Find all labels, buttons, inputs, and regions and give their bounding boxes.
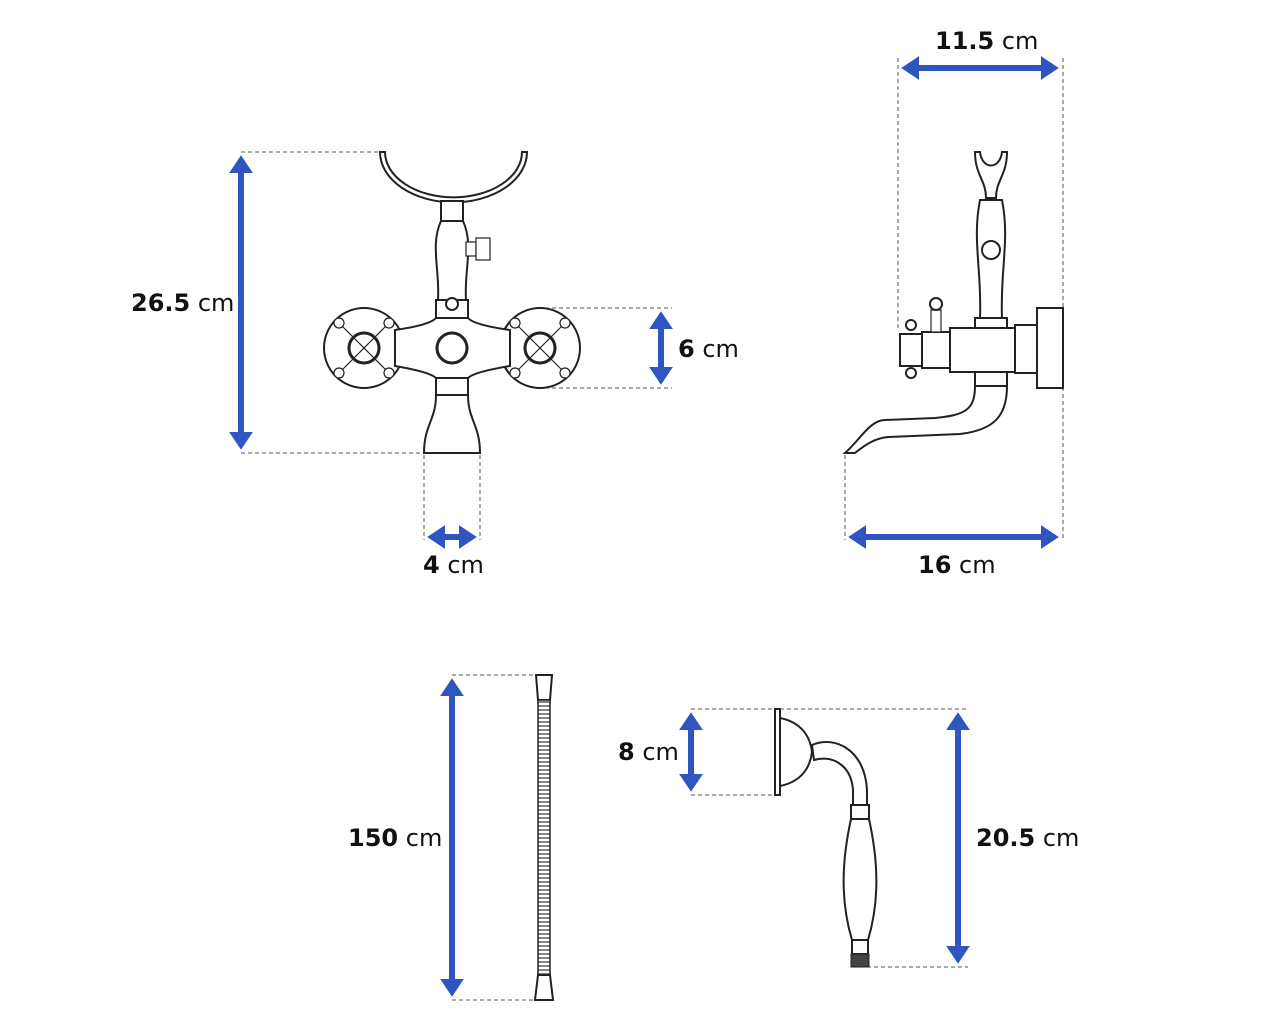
label-hand-shower-length: 20.5 cm [976,824,1079,852]
hand-shower [774,708,878,968]
label-side-top-width: 11.5 cm [935,27,1038,55]
label-spout-width: 4 cm [423,551,484,579]
label-side-depth: 16 cm [918,551,996,579]
label-faucet-height: 26.5 cm [131,289,234,317]
shower-hose [533,674,555,1001]
label-hose-length: 150 cm [348,824,442,852]
faucet-side-view [842,151,1064,454]
label-head-diameter: 8 cm [618,738,679,766]
dimension-arrows [229,56,1059,997]
faucet-front-view [323,151,581,454]
guide-lines [241,58,1064,1001]
label-handle-diameter: 6 cm [678,335,739,363]
